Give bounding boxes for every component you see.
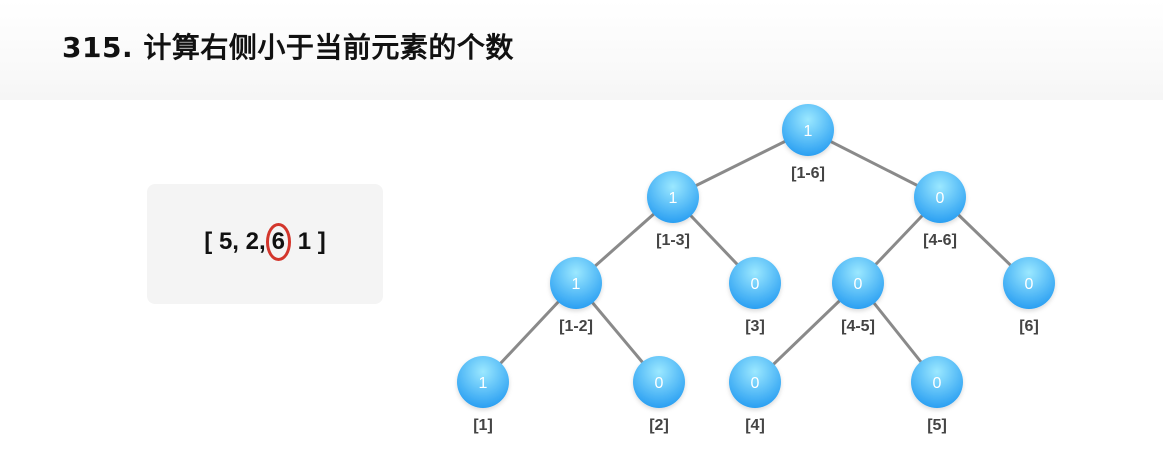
tree-node: 0 [4-5] [832, 257, 884, 335]
tree-node: 0 [5] [911, 356, 963, 434]
page-title: 315. 计算右侧小于当前元素的个数 [62, 31, 514, 64]
array-close-bracket: ] [311, 228, 326, 255]
header-bar: 315. 计算右侧小于当前元素的个数 [0, 0, 1163, 100]
array-item: 1 [297, 228, 312, 255]
array-card: [ 5, 2,6 1 ] [147, 184, 383, 304]
tree-node-circle [729, 257, 781, 309]
tree-node-value: 1 [479, 375, 488, 392]
tree-node-range-label: [3] [745, 318, 765, 335]
tree-node-range-label: [1-2] [559, 318, 593, 335]
tree-node: 0 [4] [729, 356, 781, 434]
array-display: [ 5, 2,6 1 ] [147, 223, 383, 261]
tree-node-value: 0 [751, 375, 760, 392]
tree-node: 1 [1-2] [550, 257, 602, 335]
tree-node-circle [911, 356, 963, 408]
tree-edges [481, 128, 1031, 384]
tree-node-range-label: [5] [927, 417, 947, 434]
tree-node-value: 0 [751, 276, 760, 293]
tree-node-range-label: [4-5] [841, 318, 875, 335]
tree-node-range-label: [4] [745, 417, 765, 434]
tree-node-circle [1003, 257, 1055, 309]
highlighted-array-item: 6 [265, 223, 292, 261]
tree-node-value: 0 [655, 375, 664, 392]
tree-node-range-label: [1-3] [656, 232, 690, 249]
array-separator: , [232, 228, 246, 255]
tree-node-circle [832, 257, 884, 309]
array-item: 5 [218, 228, 233, 255]
tree-node-value: 0 [854, 276, 863, 293]
tree-node: 0 [6] [1003, 257, 1055, 335]
tree-node: 0 [4-6] [914, 171, 966, 249]
array-separator: , [259, 228, 266, 255]
array-item: 2 [245, 228, 259, 255]
tree-node: 0 [2] [633, 356, 685, 434]
tree-node-value: 1 [572, 276, 581, 293]
tree-node-value: 1 [669, 190, 678, 207]
tree-node-circle [633, 356, 685, 408]
tree-node: 0 [3] [729, 257, 781, 335]
tree-node-range-label: [2] [649, 417, 669, 434]
tree-node-circle [914, 171, 966, 223]
tree-node: 1 [1-3] [647, 171, 699, 249]
tree-node-value: 1 [804, 123, 813, 140]
tree-node-range-label: [4-6] [923, 232, 957, 249]
tree-node-range-label: [1] [473, 417, 493, 434]
tree-nodes: 1 [1-6] 1 [1-3] 0 [4-6] 1 [1-2] 0 [3] 0 [4-5] 0 [6] 1 [… [457, 104, 1055, 434]
tree-node-circle [457, 356, 509, 408]
tree-node-circle [729, 356, 781, 408]
tree-node-circle [550, 257, 602, 309]
tree-node-value: 0 [936, 190, 945, 207]
tree-node-value: 0 [1025, 276, 1034, 293]
tree-node-range-label: [1-6] [791, 165, 825, 182]
tree-node: 1 [1] [457, 356, 509, 434]
tree-node-value: 0 [933, 375, 942, 392]
tree-node: 1 [1-6] [782, 104, 834, 182]
tree-node-range-label: [6] [1019, 318, 1039, 335]
array-open-bracket: [ [204, 228, 219, 255]
tree-node-circle [647, 171, 699, 223]
tree-node-circle [782, 104, 834, 156]
